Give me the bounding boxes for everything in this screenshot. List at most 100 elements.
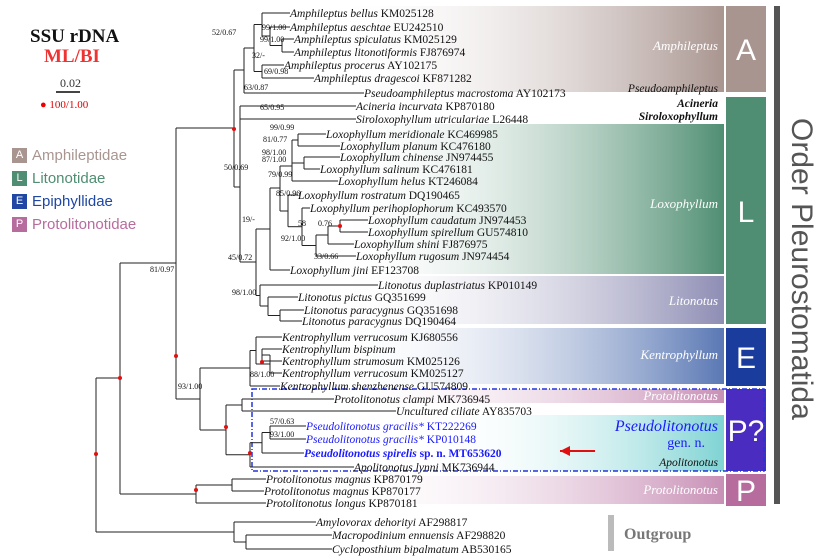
taxon-species: Protolitonotus longus — [265, 498, 366, 510]
taxon-label: Loxophyllum meridionale KC469985 — [325, 129, 498, 141]
node-support: 99/1.00 — [260, 35, 284, 44]
taxon-accession: DQ190464 — [402, 316, 456, 328]
taxon-species: Litonotus paracygnus — [301, 316, 403, 328]
legend-swatch: A — [12, 147, 27, 163]
taxon-label: Pseudolitonotus gracilis* KP010148 — [305, 434, 476, 446]
taxon-accession: FJ876974 — [417, 47, 465, 59]
taxon-accession: KP870179 — [371, 474, 423, 486]
node-support: 52/0.67 — [212, 28, 236, 37]
taxon-accession: KP870177 — [369, 486, 421, 498]
taxon-accession: JN974454 — [459, 251, 509, 263]
taxon-species: Litonotus paracygnus — [303, 305, 405, 317]
taxon-label: Amylovorax dehorityi AF298817 — [315, 517, 468, 529]
taxon-species: Loxophyllum chinense — [339, 152, 443, 164]
taxon-species: Amphileptus litonotiformis — [293, 47, 418, 59]
taxon-accession: KT246084 — [425, 176, 478, 188]
taxon-species: Macropodinium ennuensis — [331, 530, 454, 542]
taxon-species: Pseudolitonotus gracilis* — [305, 421, 424, 433]
node-support: 32/- — [252, 51, 265, 60]
genus-loxophyllum: Loxophyllum — [649, 196, 718, 211]
full-support-dot — [248, 451, 252, 455]
taxon-accession: AF298820 — [454, 530, 506, 542]
taxon-label: Kentrophyllum strumosum KM025126 — [281, 356, 460, 368]
badge-amphileptidae — [726, 6, 766, 92]
taxon-species: Protolitonotus magnus — [263, 486, 369, 498]
node-support: 81/0.97 — [150, 265, 174, 274]
taxon-species: Loxophyllum spirellum — [367, 227, 474, 239]
litonotus-band — [330, 276, 724, 324]
taxon-species: Amphileptus aeschtae — [289, 22, 391, 34]
taxon-species: Loxophyllum perihoplophorum — [309, 203, 453, 215]
taxon-label: Amphileptus spiculatus KM025129 — [293, 34, 457, 46]
taxon-accession: KP870180 — [443, 101, 495, 113]
taxon-accession: AY102175 — [385, 60, 438, 72]
taxon-accession: L26448 — [489, 114, 528, 126]
taxon-species: Loxophyllum rostratum — [297, 190, 406, 202]
support-legend-text: 100/1.00 — [49, 99, 89, 111]
taxon-label: Loxophyllum rugosum JN974454 — [355, 251, 510, 263]
taxon-species: Protolitonotus clampi — [333, 394, 434, 406]
figure-title: SSU rDNA — [30, 26, 120, 47]
node-support: 93/1.00 — [178, 382, 202, 391]
kentrophyllum-band — [330, 328, 724, 384]
order-bar — [774, 6, 780, 504]
taxon-accession: KF871282 — [420, 73, 472, 85]
scale-label: 0.02 — [60, 76, 81, 90]
badge-Pq-text: P? — [728, 415, 765, 448]
badge-litonotidae — [726, 97, 766, 324]
node-support: 93/1.00 — [270, 430, 294, 439]
taxon-label: Kentrophyllum bispinum — [281, 344, 396, 356]
taxon-label: Kentrophyllum verrucosum KJ680556 — [281, 332, 458, 344]
taxon-label: Protolitonotus clampi MK736945 — [333, 394, 490, 406]
outgroup-bar — [608, 515, 614, 551]
taxon-label: Pseudolitonotus spirelis sp. n. MT653620 — [304, 448, 502, 460]
node-support: 98/1.00 — [232, 288, 256, 297]
taxon-accession: KJ680556 — [408, 332, 458, 344]
taxon-accession: AF298817 — [416, 517, 468, 529]
protolitonotus-top-band — [330, 389, 724, 403]
support-labels: 52/0.6799/1.0099/1.0032/-69/0.9863/0.876… — [94, 23, 342, 492]
taxon-accession: KC469985 — [445, 129, 499, 141]
genus-pseudolitonotus: Pseudolitonotus — [614, 418, 718, 435]
taxon-label: Loxophyllum helus KT246084 — [337, 176, 478, 188]
taxon-label: Apolitonotus lynni MK736944 — [353, 462, 495, 474]
taxon-label: Loxophyllum shini FJ876975 — [353, 239, 488, 251]
taxon-accession: KM025129 — [401, 34, 457, 46]
taxon-accession: MK736945 — [434, 394, 490, 406]
full-support-dot — [338, 224, 342, 228]
genus-kentrophyllum: Kentrophyllum — [639, 347, 718, 362]
taxon-accession: KP010149 — [485, 280, 537, 292]
taxon-accession: FJ876975 — [439, 239, 487, 251]
taxon-accession: AY835703 — [480, 406, 533, 418]
taxon-label: Amphileptus procerus AY102175 — [283, 60, 437, 72]
amphileptus-band — [330, 6, 724, 92]
taxon-accession: EF123708 — [368, 265, 419, 277]
taxon-label: Protolitonotus magnus KP870177 — [263, 486, 421, 498]
badge-L-text: L — [738, 196, 755, 229]
node-support: 81/0.77 — [263, 135, 287, 144]
taxon-label: Loxophyllum perihoplophorum KC493570 — [309, 203, 507, 215]
protolitonotus-band — [330, 476, 724, 504]
genus-amphileptus: Amphileptus — [652, 38, 718, 53]
taxon-accession: GU574809 — [414, 381, 468, 393]
taxon-accession: AB530165 — [459, 544, 512, 556]
taxon-species: Pseudoamphileptus macrostoma — [363, 88, 514, 100]
genus-apolitonotus: Apolitonotus — [658, 457, 718, 469]
taxon-species: Amphileptus spiculatus — [293, 34, 402, 46]
node-support: 58 — [298, 219, 306, 228]
legend-swatch: L — [12, 170, 27, 186]
taxon-label: Litonotus paracygnus DQ190464 — [301, 316, 456, 328]
taxon-species: Loxophyllum caudatum — [367, 215, 476, 227]
taxon-species: Kentrophyllum verrucosum — [281, 332, 408, 344]
node-support: 50/0.69 — [224, 163, 248, 172]
taxon-accession: sp. n. MT653620 — [417, 448, 502, 460]
genus-acineria: Acineria — [676, 98, 718, 110]
taxon-label: Siroloxophyllum utriculariae L26448 — [356, 114, 528, 126]
pseudolitonotus-band — [430, 415, 724, 471]
full-support-dot — [174, 354, 178, 358]
taxon-species: Cycloposthium bipalmatum — [332, 544, 459, 556]
